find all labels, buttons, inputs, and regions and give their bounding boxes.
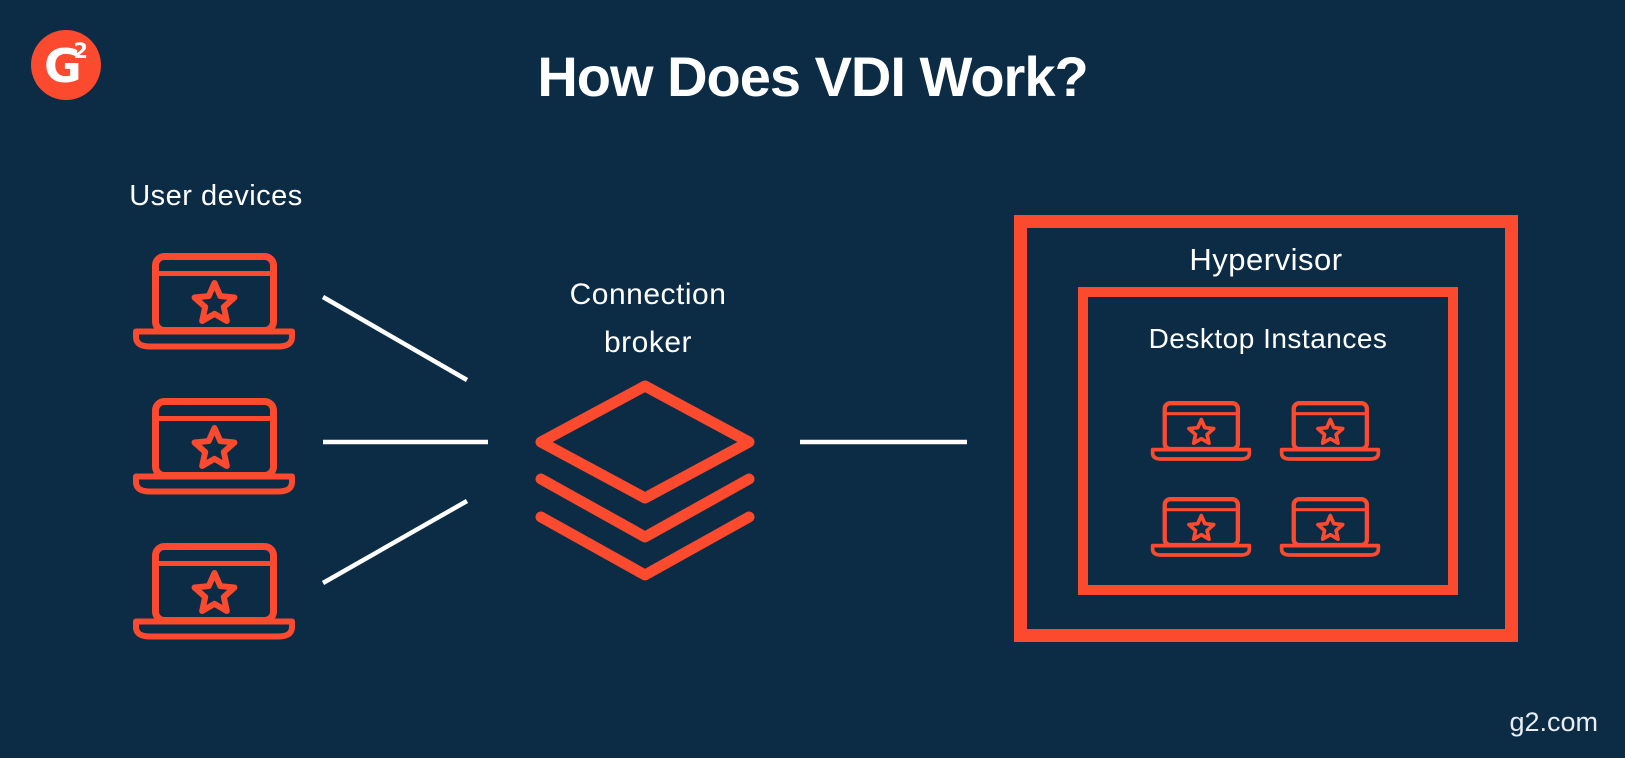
g2-watermark: g2.com (1509, 707, 1598, 737)
laptop-icon (132, 398, 296, 498)
user-devices-label: User devices (129, 180, 303, 212)
layers-icon (534, 379, 756, 586)
hypervisor-box: Hypervisor (1014, 215, 1518, 642)
g2-logo-superscript: 2 (73, 39, 88, 63)
g2-logo: G 2 (31, 30, 101, 100)
connection-broker-label: Connection broker (500, 271, 796, 367)
laptop-icon (132, 543, 296, 643)
g2-logo-letter: G (44, 39, 82, 93)
laptop-icon (1279, 401, 1381, 463)
page-title: How Does VDI Work? (537, 45, 1088, 108)
connection-broker-label-line2: broker (603, 326, 693, 359)
connector-line (321, 295, 469, 382)
desktop-instances-label: Desktop Instances (1148, 323, 1388, 354)
hypervisor-label: Hypervisor (1189, 242, 1343, 277)
laptop-icon (1279, 497, 1381, 559)
connector-line (321, 499, 469, 585)
connection-broker-label-line1: Connection (569, 278, 727, 311)
laptop-icon (1150, 497, 1252, 559)
laptop-icon (1150, 401, 1252, 463)
desktop-instances-box: Desktop Instances (1078, 287, 1458, 595)
laptop-icon (132, 253, 296, 353)
